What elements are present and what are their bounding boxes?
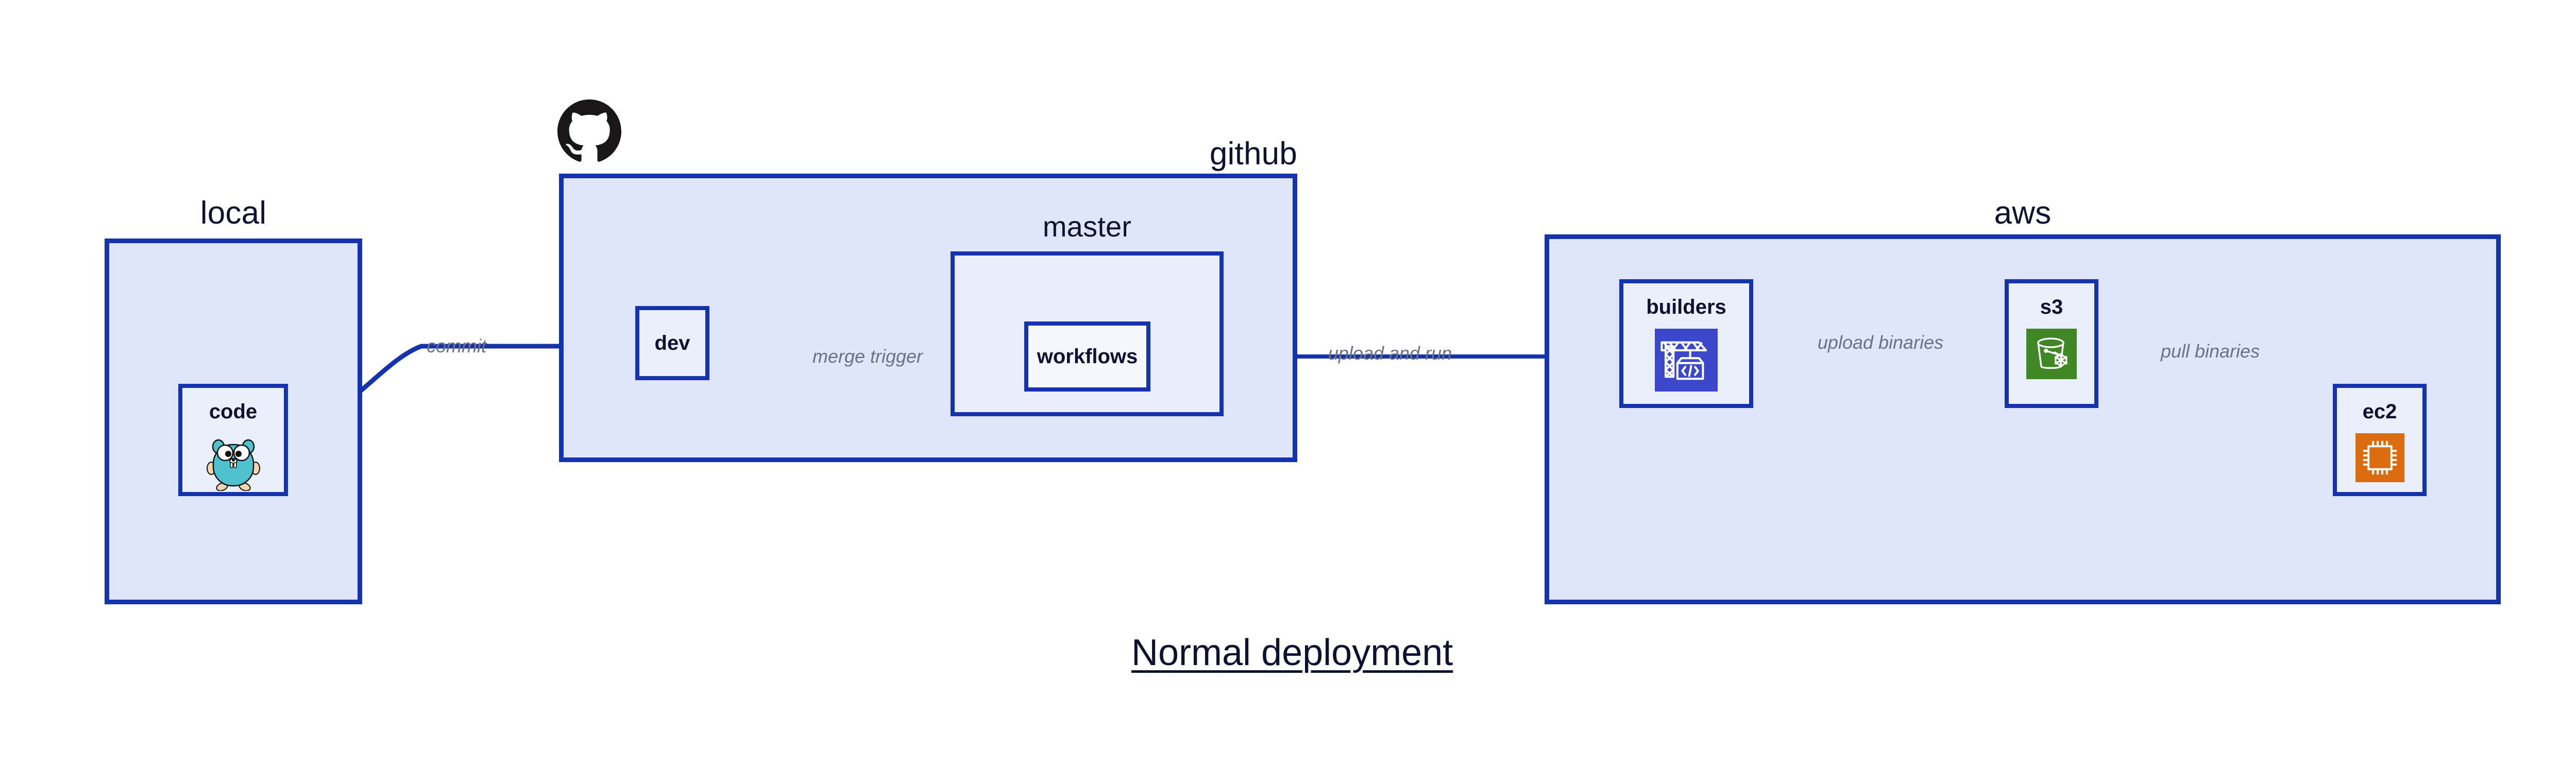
node-s3[interactable]: s3	[2005, 279, 2098, 408]
go-gopher-icon	[206, 439, 260, 491]
node-workflows[interactable]: workflows	[1024, 321, 1150, 392]
subgroup-label-master: master	[1042, 210, 1132, 243]
node-dev[interactable]: dev	[635, 306, 709, 380]
edge-label-pull-binaries: pull binaries	[2160, 341, 2260, 362]
group-local	[105, 239, 362, 604]
aws-ec2-icon	[2355, 433, 2404, 482]
group-label-local: local	[200, 195, 267, 231]
diagram-caption: Normal deployment	[1131, 632, 1453, 673]
github-octocat-icon	[557, 99, 621, 162]
node-code-label: code	[209, 400, 258, 423]
edge-label-merge-trigger: merge trigger	[812, 346, 923, 367]
edge-label-commit: commit	[427, 335, 486, 356]
node-ec2[interactable]: ec2	[2333, 384, 2427, 496]
node-ec2-label: ec2	[2362, 400, 2397, 423]
edge-label-upload-binaries: upload binaries	[1817, 332, 1944, 353]
node-builders[interactable]: builders	[1619, 279, 1753, 408]
node-builders-label: builders	[1646, 296, 1726, 318]
node-workflows-label: workflows	[1037, 345, 1138, 368]
group-label-github: github	[1209, 136, 1297, 172]
node-s3-label: s3	[2040, 296, 2063, 318]
node-dev-label: dev	[654, 332, 690, 354]
group-label-aws: aws	[1994, 195, 2052, 231]
aws-s3-glacier-icon	[2026, 329, 2077, 379]
edge-label-upload-and-run: upload and run	[1328, 343, 1452, 364]
node-code[interactable]: code	[178, 384, 288, 496]
github-logo	[557, 99, 621, 166]
aws-codebuild-icon	[1655, 329, 1718, 392]
